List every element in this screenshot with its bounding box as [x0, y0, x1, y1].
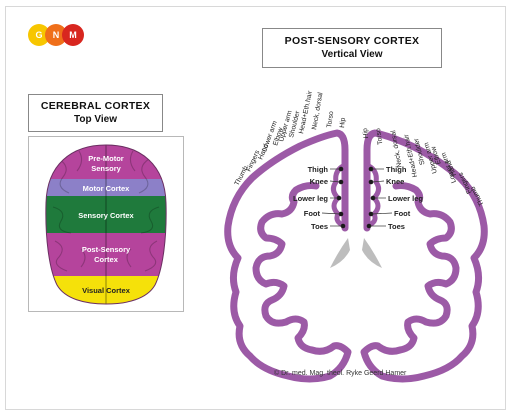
label-left-lower-leg: Lower leg: [293, 194, 328, 203]
ventricle-right: [362, 238, 382, 268]
label-right-hip: Hip: [362, 128, 370, 139]
label-right-lower-leg: Lower leg: [388, 194, 423, 203]
label-right-toes: Toes: [388, 222, 405, 231]
label-left-hip: Hip: [339, 117, 347, 128]
label-left-neck: Neck, dorsal: [311, 91, 325, 130]
label-left-knee: Knee: [310, 177, 328, 186]
label-left-foot: Foot: [304, 209, 321, 218]
ventricle-left: [330, 238, 350, 268]
label-left-toes: Toes: [311, 222, 328, 231]
label-right-knee: Knee: [386, 177, 404, 186]
label-left-thigh: Thigh: [308, 165, 329, 174]
cortex-right-hemisphere: [364, 133, 484, 379]
copyright-credit: © Dr. med. Mag. theol. Ryke Geerd Hamer: [274, 370, 406, 377]
label-left-torso: Torso: [326, 111, 335, 129]
label-right-torso: Torso: [375, 128, 384, 146]
label-leader-lines: [322, 169, 392, 226]
label-right-neck: Neck, dorsal: [390, 129, 404, 168]
label-right-foot: Foot: [394, 209, 411, 218]
